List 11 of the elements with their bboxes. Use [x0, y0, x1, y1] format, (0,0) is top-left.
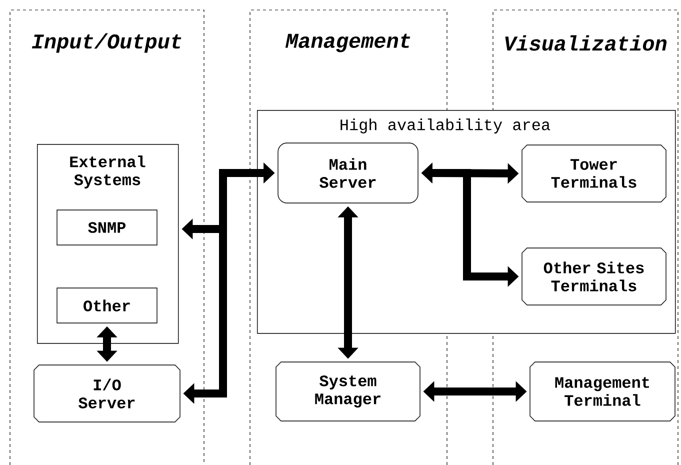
process-box: Other [56, 288, 158, 324]
process-box: Other Sites Terminals [522, 248, 666, 306]
lane-heading: Visualization [505, 35, 667, 51]
process-box: System Manager [276, 362, 420, 422]
lane-heading: Input/Output [32, 33, 182, 53]
process-box: Main Server [278, 142, 418, 204]
process-box: I/O Server [34, 364, 180, 422]
process-box: Management Terminal [530, 362, 676, 422]
lane-heading: Management [285, 34, 410, 52]
process-box: SNMP [56, 210, 158, 246]
process-box: Tower Terminals [522, 144, 666, 202]
